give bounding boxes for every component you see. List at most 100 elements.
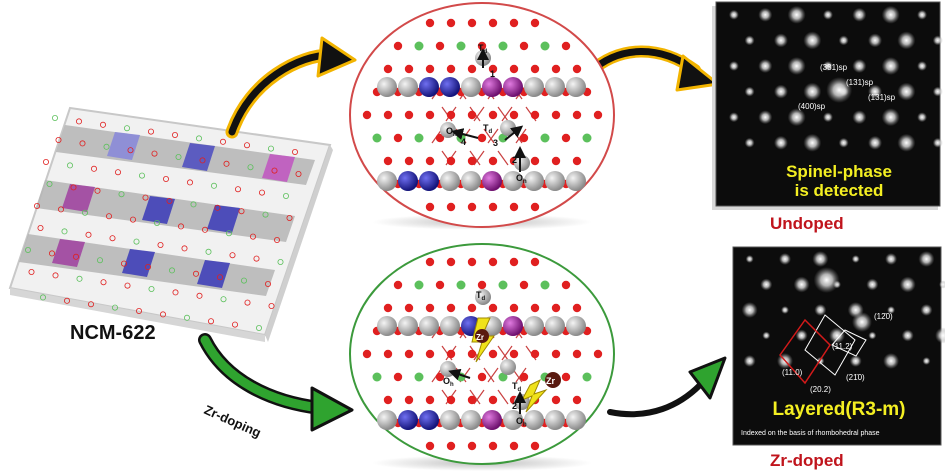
cobalt-atom (503, 316, 523, 336)
oxygen-atom (100, 279, 107, 286)
oxygen-atom (530, 303, 540, 313)
oxygen-atom (551, 303, 561, 313)
oxygen-atom (271, 167, 278, 174)
path-3-label: 3 (493, 138, 498, 148)
small-white-rhombus (831, 329, 867, 357)
oxygen-atom (425, 303, 435, 313)
diffraction-spot (881, 5, 900, 24)
ncm-622-structure (8, 106, 333, 342)
oxygen-atom (73, 253, 80, 260)
oxygen-atom (593, 349, 603, 359)
diffraction-spot (787, 57, 806, 75)
oxygen-atom (201, 226, 208, 233)
diffraction-spot (838, 137, 849, 148)
nickel-atom (419, 316, 439, 336)
diffraction-spot (897, 82, 916, 101)
bond-line (469, 389, 481, 405)
nickel-atom (398, 77, 418, 97)
td-top-label: Td (478, 43, 488, 55)
ncm-atom-dots (24, 115, 302, 331)
spinel-caption-line-1: Spinel-phase (786, 162, 892, 181)
oxygen-atom (383, 349, 393, 359)
diffraction-spot (852, 110, 867, 125)
diffraction-spot (868, 84, 883, 99)
nickel-atom (566, 316, 586, 336)
lithium-atom (240, 277, 247, 284)
tetrahedral-site-atom (500, 359, 516, 375)
oxygen-atom (268, 302, 275, 309)
oxygen-atom (467, 441, 477, 451)
oxygen-atom (435, 41, 445, 51)
lithium-atom (414, 133, 424, 143)
diffraction-spot (762, 331, 771, 340)
diffraction-spot (932, 86, 943, 97)
nickel-atom (377, 316, 397, 336)
lithium-atom (183, 314, 190, 321)
diffraction-spot (852, 59, 867, 73)
diffraction-spot (773, 84, 788, 99)
diffraction-spot (803, 133, 822, 152)
cobalt-atom (482, 171, 502, 191)
diffraction-spot (779, 253, 791, 265)
spinel-caption-line-2: is detected (794, 181, 884, 200)
oxygen-atom (142, 194, 149, 201)
oxygen-atom (572, 110, 582, 120)
oxygen-atom (244, 299, 251, 306)
oxygen-atom (425, 202, 435, 212)
oxygen-atom (477, 133, 487, 143)
lithium-atom (148, 285, 155, 292)
diffraction-spot (868, 135, 883, 150)
diffraction-spot (758, 110, 773, 125)
oxygen-atom (446, 441, 456, 451)
diffraction-spot (917, 61, 928, 71)
oxygen-atom (404, 303, 414, 313)
bond-line (497, 150, 509, 166)
undoped-structure-view: Td 1 4 3 2 Td Oh Oh (349, 2, 615, 230)
td-mid-label: Td (483, 123, 493, 135)
oxygen-atom (509, 202, 519, 212)
oxygen-atom (171, 131, 178, 138)
oxygen-atom (425, 349, 435, 359)
diffraction-spot (920, 304, 933, 316)
nickel-atom (461, 171, 481, 191)
bond-line (487, 367, 499, 383)
oxygen-atom (109, 235, 116, 242)
manganese-atom (419, 77, 439, 97)
oxygen-atom (425, 18, 435, 28)
oxygen-atom (467, 110, 477, 120)
oxygen-atom (94, 187, 101, 194)
oxygen-atom (551, 110, 561, 120)
nickel-atom (377, 77, 397, 97)
diffraction-spot (744, 35, 755, 46)
diffraction-spot (849, 355, 862, 367)
diffraction-spot (823, 61, 833, 71)
diffraction-spot (728, 9, 739, 20)
arrow-to-layered-pattern (607, 356, 727, 418)
diffraction-spot (939, 280, 945, 289)
oxygen-atom (467, 395, 477, 405)
bond-line (497, 106, 509, 122)
cobalt-atom (482, 77, 502, 97)
diffraction-spot (803, 82, 822, 101)
diffraction-spot (917, 9, 928, 20)
oxygen-atom (207, 318, 214, 325)
oxygen-atom (530, 18, 540, 28)
diffraction-spot (901, 329, 914, 342)
oxygen-atom (477, 372, 487, 382)
saed-undoped-spots (728, 5, 943, 152)
lithium-atom (40, 294, 47, 301)
lithium-atom (61, 228, 68, 235)
oxygen-atom (509, 18, 519, 28)
spot-label-400: (400)sp (798, 102, 826, 111)
oxygen-atom (393, 372, 403, 382)
oxygen-atom (273, 236, 280, 243)
diffraction-spot (866, 278, 879, 291)
oxygen-atom (219, 138, 226, 145)
diffraction-spot (826, 77, 853, 103)
oxygen-atom (393, 280, 403, 290)
lithium-atom (190, 201, 197, 208)
oxygen-atom (393, 133, 403, 143)
nickel-atom (545, 316, 565, 336)
nickel-atom (545, 410, 565, 430)
octahedral-layer-3 (19, 234, 275, 296)
